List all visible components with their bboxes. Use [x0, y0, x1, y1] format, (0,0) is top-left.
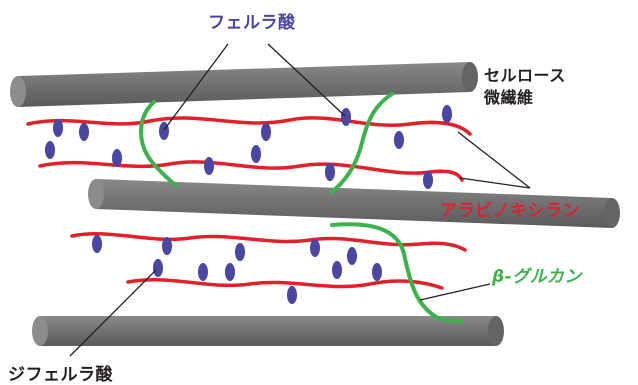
ferulic-acid-leader-left [163, 43, 229, 131]
cellulose-label-line1: セルロース [484, 66, 566, 85]
arabinoxylan-leader-lower [459, 177, 531, 189]
arabinoxylan-chain-1 [26, 116, 472, 136]
ferulic-acid-group [153, 259, 163, 277]
diferulic-acid-leader [69, 269, 157, 357]
ferulic-acid-group [332, 261, 342, 279]
ferulic-acid-group [347, 247, 357, 265]
ferulic-acid-group [225, 263, 235, 281]
ferulic-acid-group [198, 263, 208, 281]
ferulic-acid-group [341, 108, 351, 126]
ferulic-acid-group [423, 171, 433, 189]
ferulic-acid-group [442, 105, 452, 123]
ferulic-acid-group [162, 237, 172, 255]
ferulic-acid-group [53, 119, 63, 137]
ferulic-acid-group [310, 239, 320, 257]
ferulic-acid-group [261, 123, 271, 141]
ferulic-acid-group [112, 149, 122, 167]
ferulic-acid-group [204, 157, 214, 175]
ferulic-acid-group [287, 286, 297, 304]
ferulic-acid-group [92, 235, 102, 253]
beta-glucan-label: β-グルカン [492, 267, 582, 287]
ferulic-acid-group [251, 145, 261, 163]
ferulic-acid-group [79, 123, 89, 141]
ferulic-acid-group [394, 131, 404, 149]
ferulic-acid-group [235, 243, 245, 261]
ferulic-acid-label: フェルラ酸 [208, 13, 296, 33]
beta-glucan-chain-3 [330, 222, 464, 324]
beta-glucan-leader [419, 283, 491, 301]
cellulose-label-line2: 微繊維 [484, 88, 534, 107]
ferulic-acid-leader-right [267, 43, 346, 117]
beta-glucan-chain-2 [330, 92, 394, 194]
arabinoxylan-chain-3 [70, 232, 467, 252]
cellulose-microfibril-2 [88, 179, 620, 228]
cellulose-microfibril-1 [10, 62, 478, 107]
arabinoxylan-leader-upper [457, 131, 531, 189]
diferulic-acid-label: ジフェルラ酸 [8, 365, 113, 385]
ferulic-acid-group [325, 163, 335, 181]
cellulose-microfibril-3 [32, 316, 504, 346]
arabinoxylan-chain-2 [38, 160, 464, 182]
ferulic-acid-group [45, 141, 55, 159]
arabinoxylan-chain-4 [126, 278, 444, 290]
arabinoxylan-label: アラビノキシラン [440, 201, 580, 221]
ferulic-acid-group [372, 263, 382, 281]
beta-glucan-chain-1 [139, 100, 178, 188]
